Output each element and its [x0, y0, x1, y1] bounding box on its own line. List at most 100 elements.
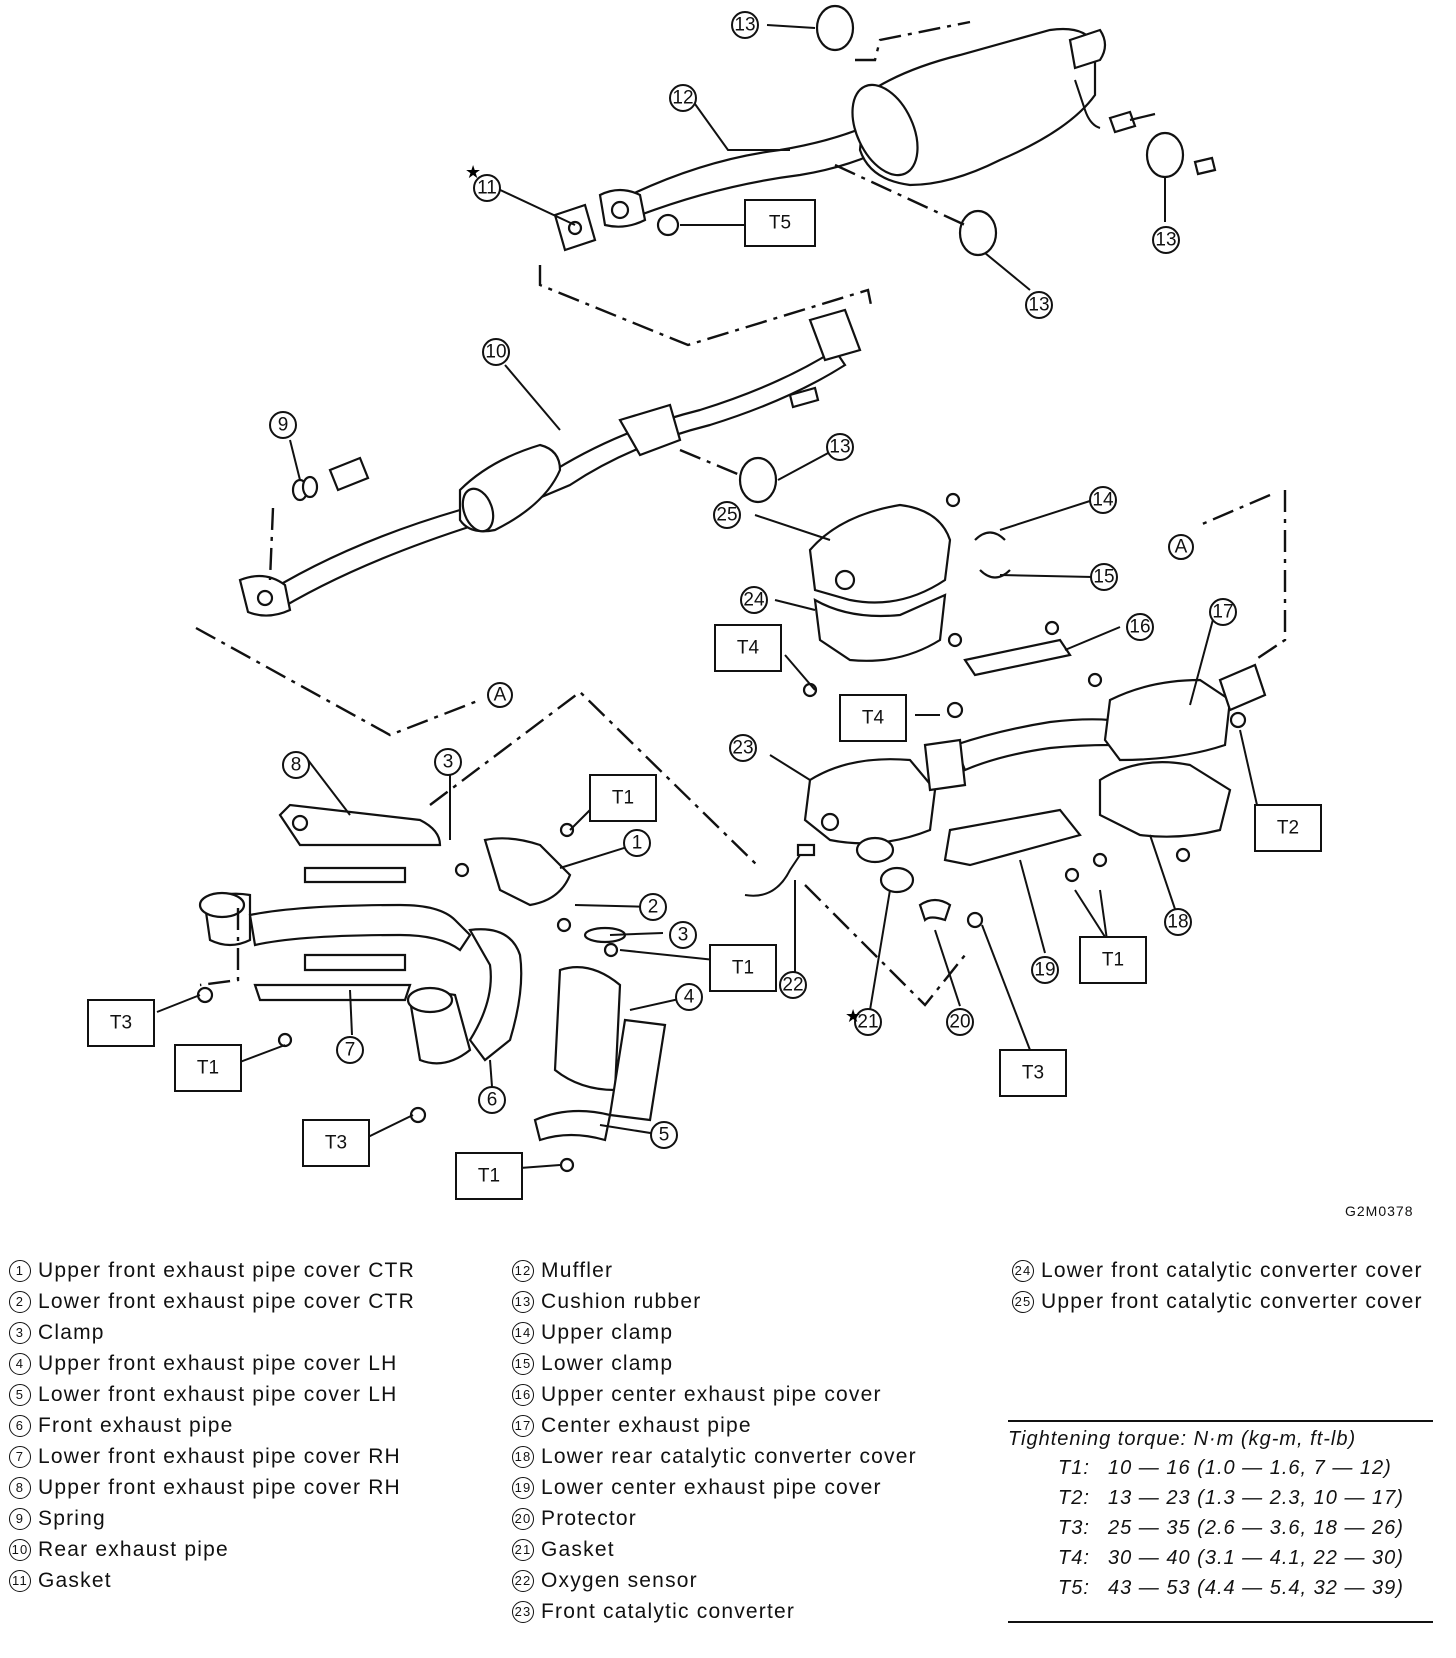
torque-tag-label: T1	[612, 788, 634, 809]
torque-tag-box	[1079, 936, 1147, 984]
callout-18: 18	[1164, 908, 1192, 936]
torque-tag-box	[714, 624, 782, 672]
legend-text: Clamp	[38, 1321, 105, 1344]
clamps-14-15	[974, 531, 1011, 579]
legend-number: 1	[2, 1255, 38, 1286]
legend-number-circle: 22	[512, 1570, 534, 1592]
legend-number-circle: 24	[1012, 1260, 1034, 1282]
fasteners	[196, 492, 1247, 1173]
legend-number-circle: 19	[512, 1477, 534, 1499]
callout-circle	[1164, 908, 1192, 936]
torque-tag-t4: T4	[839, 694, 907, 742]
callout-number: 11	[477, 178, 497, 199]
legend-number: 10	[2, 1534, 38, 1565]
star-11: ★	[465, 162, 481, 183]
torque-value: 10 — 16 (1.0 — 1.6, 7 — 12)	[1108, 1457, 1392, 1479]
torque-tag-box	[839, 694, 907, 742]
torque-label: T4:	[1058, 1547, 1090, 1569]
callout-circle	[779, 971, 807, 999]
callout-circle	[713, 501, 741, 529]
torque-tag-label: T5	[769, 213, 791, 234]
legend-text: Protector	[541, 1507, 637, 1530]
callout-number: 7	[345, 1040, 356, 1061]
legend-number: 3	[2, 1317, 38, 1348]
legend-text: Lower center exhaust pipe cover	[541, 1476, 882, 1499]
callout-number: 19	[1034, 960, 1055, 981]
torque-tag-box	[1254, 804, 1322, 852]
torque-tag-t5: T5	[744, 199, 816, 247]
callout-12: 12	[669, 84, 697, 112]
torque-tag-label: T1	[478, 1166, 500, 1187]
callout-3: 3	[669, 921, 697, 949]
callout-circle	[675, 983, 703, 1011]
legend-number: 14	[505, 1317, 541, 1348]
legend-number: 12	[505, 1255, 541, 1286]
callout-21: 21	[854, 1008, 882, 1036]
torque-value: 13 — 23 (1.3 — 2.3, 10 — 17)	[1108, 1487, 1404, 1509]
torque-tag-t1: T1	[1079, 936, 1147, 984]
legend-number-circle: 11	[9, 1570, 31, 1592]
callout-circle	[1209, 598, 1237, 626]
front-exhaust-pipe	[198, 891, 523, 1065]
legend-number: 7	[2, 1441, 38, 1472]
legend-text: Lower front exhaust pipe cover RH	[38, 1445, 401, 1468]
legend-number: 23	[505, 1596, 541, 1627]
legend-number-circle: 12	[512, 1260, 534, 1282]
legend-text: Spring	[38, 1507, 106, 1530]
torque-label: T5:	[1058, 1577, 1090, 1599]
legend-number: 22	[505, 1565, 541, 1596]
legend-number-circle: 5	[9, 1384, 31, 1406]
callout-number: 24	[743, 590, 765, 611]
svg-text:A: A	[1175, 537, 1188, 558]
callout-5: 5	[650, 1121, 678, 1149]
torque-tag-box	[302, 1119, 370, 1167]
legend-number-circle: 25	[1012, 1291, 1034, 1313]
callout-circle	[731, 11, 759, 39]
callout-number: 13	[829, 437, 850, 458]
svg-text:A: A	[494, 685, 507, 706]
callout-circle	[473, 174, 501, 202]
center-exhaust-pipe	[953, 638, 1267, 772]
legend-number: 6	[2, 1410, 38, 1441]
callout-number: 18	[1167, 912, 1188, 933]
legend-number: 20	[505, 1503, 541, 1534]
lower-covers-18-19-20	[918, 761, 1232, 923]
legend-number-circle: 23	[512, 1601, 534, 1623]
callout-number: 1	[632, 833, 643, 854]
legend-number-circle: 4	[9, 1353, 31, 1375]
legend-number: 8	[2, 1472, 38, 1503]
torque-tag-t3: T3	[999, 1049, 1067, 1097]
legend-number: 2	[2, 1286, 38, 1317]
callout-10: 10	[482, 338, 510, 366]
callout-number: 17	[1212, 602, 1233, 623]
callout-22: 22	[779, 971, 807, 999]
legend-number-circle: 2	[9, 1291, 31, 1313]
callout-14: 14	[1089, 486, 1117, 514]
torque-tag-t1: T1	[709, 944, 777, 992]
callout-circle	[854, 1008, 882, 1036]
callout-number: 20	[949, 1012, 970, 1033]
legend-number-circle: 17	[512, 1415, 534, 1437]
callout-circle	[669, 84, 697, 112]
torque-tag-t1: T1	[589, 774, 657, 822]
callout-number: 16	[1129, 617, 1150, 638]
torque-tag-box	[87, 999, 155, 1047]
callout-number: 15	[1093, 567, 1114, 588]
legend-number: 19	[505, 1472, 541, 1503]
legend-text: Upper front exhaust pipe cover LH	[38, 1352, 398, 1375]
callout-11: 11	[473, 174, 501, 202]
torque-tag-t1: T1	[174, 1044, 242, 1092]
callout-circle	[478, 1086, 506, 1114]
